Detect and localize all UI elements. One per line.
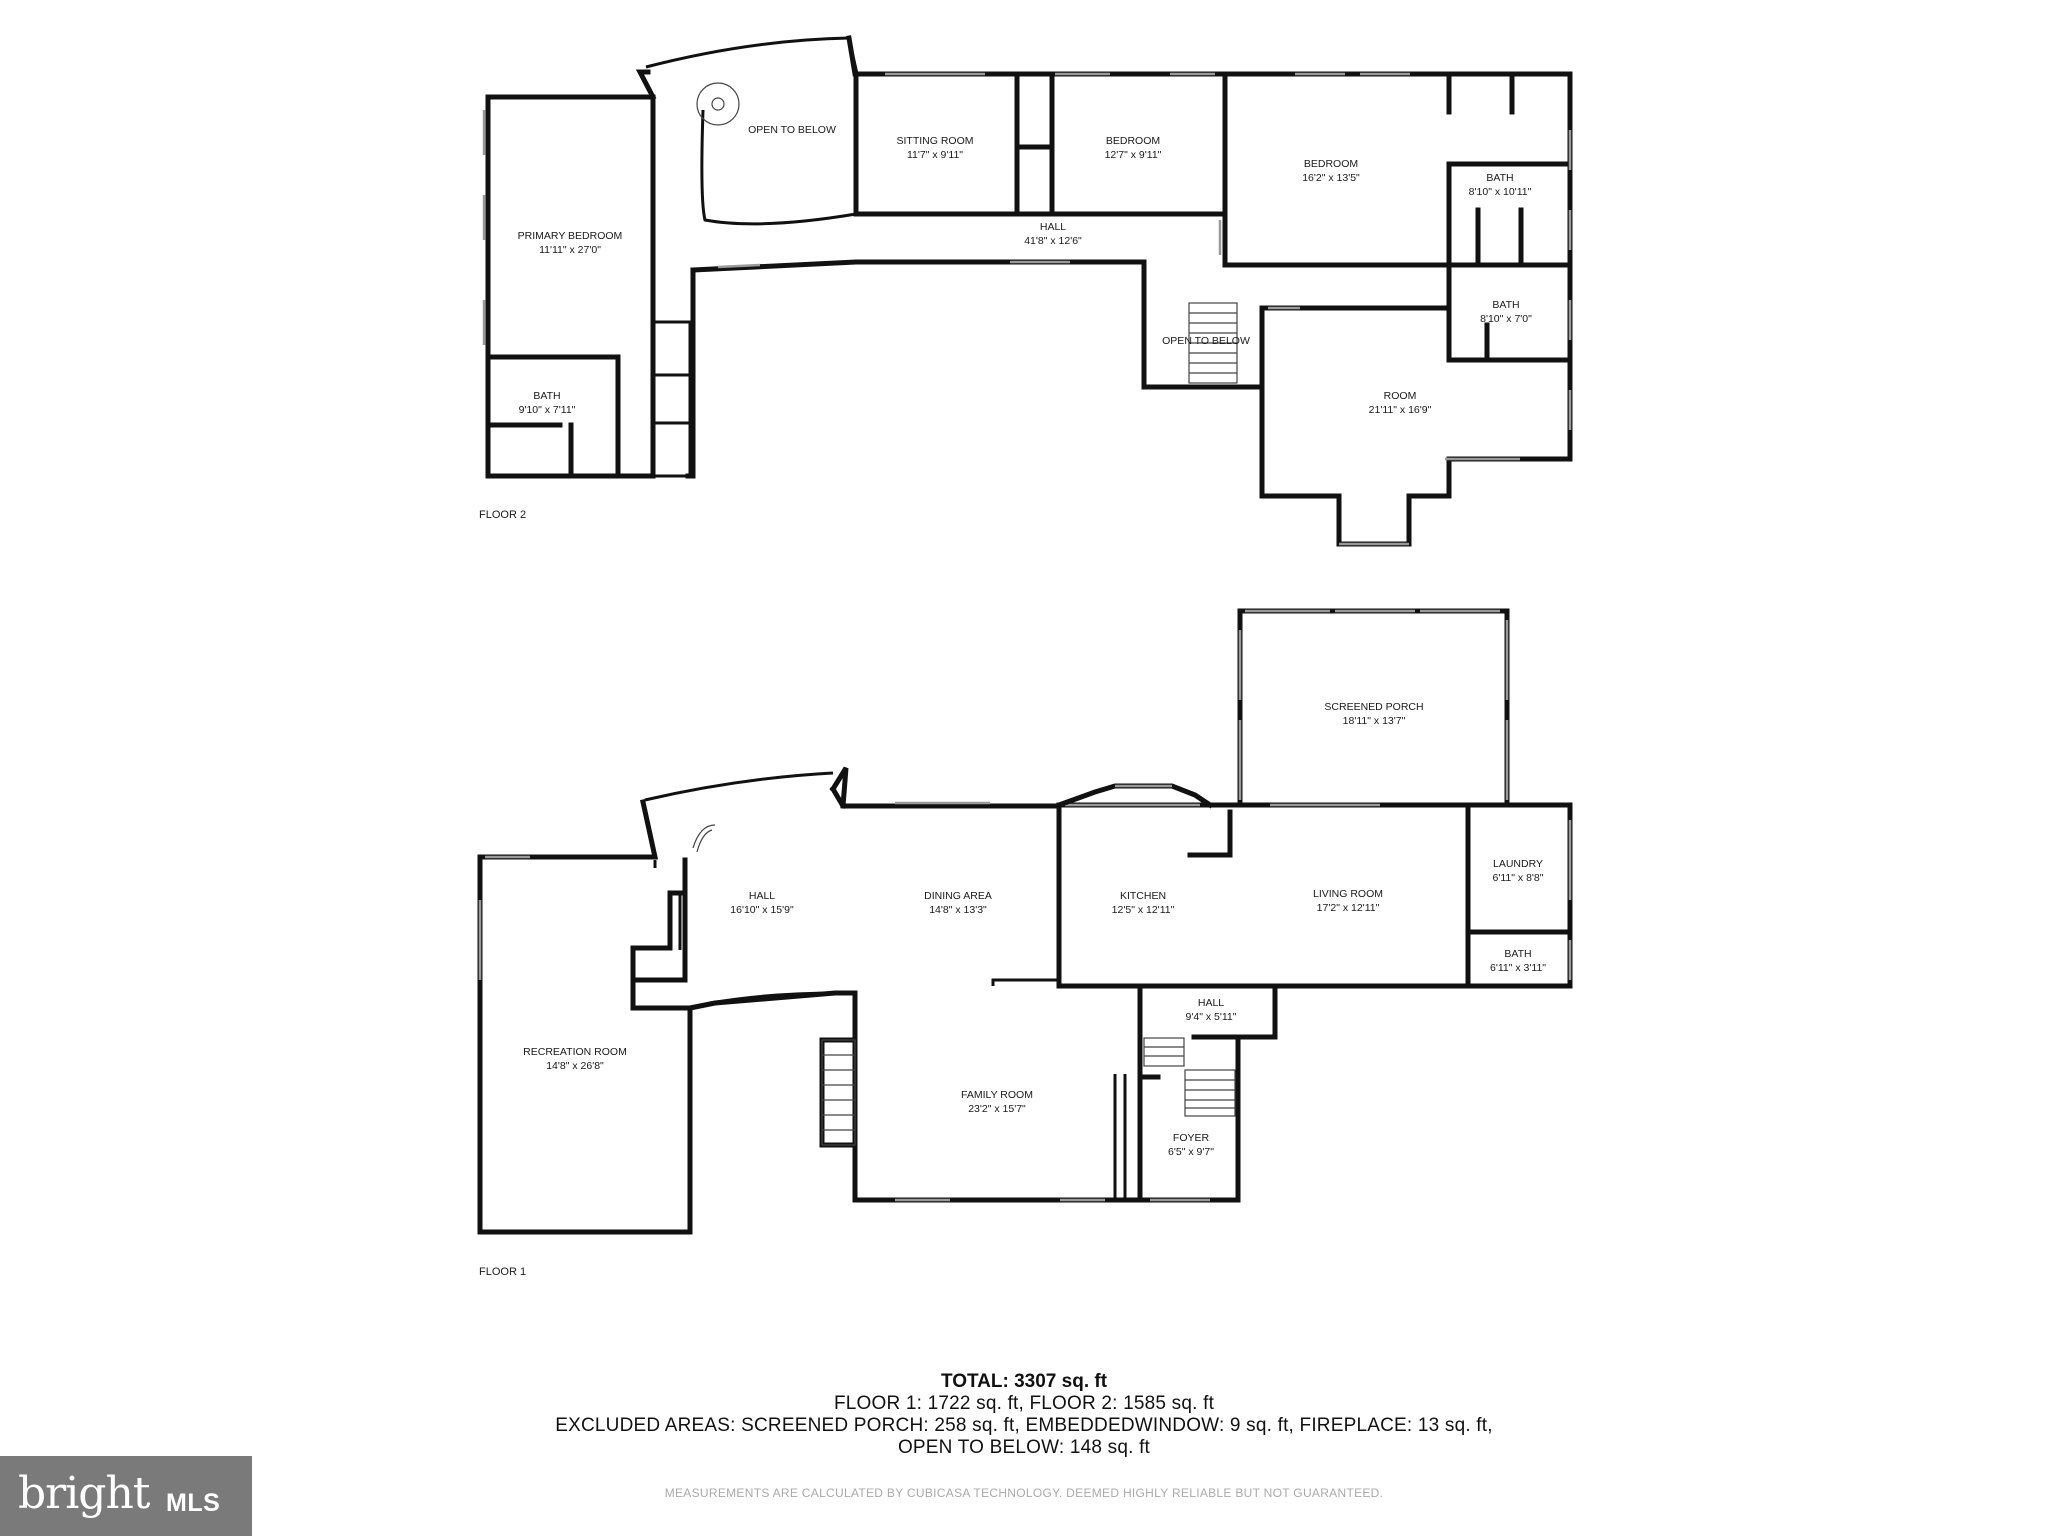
logo-suffix: MLS bbox=[166, 1489, 221, 1517]
room-dimensions: 6'11" x 3'11" bbox=[1490, 962, 1546, 974]
room-dimensions: 9'10" x 7'11" bbox=[519, 404, 576, 416]
room-dimensions: 23'2" x 15'7" bbox=[968, 1103, 1026, 1115]
room-dimensions: 18'11" x 13'7" bbox=[1343, 715, 1406, 727]
room-name: SITTING ROOM bbox=[897, 135, 974, 147]
room-dimensions: 11'11" x 27'0" bbox=[539, 244, 601, 256]
room-name: FOYER bbox=[1173, 1132, 1210, 1144]
room-name: LIVING ROOM bbox=[1313, 888, 1383, 900]
room-name: PRIMARY BEDROOM bbox=[518, 230, 623, 242]
floor-label: FLOOR 1 bbox=[479, 1266, 526, 1278]
area-totals: TOTAL: 3307 sq. ft FLOOR 1: 1722 sq. ft,… bbox=[0, 1371, 2048, 1459]
room-name: HALL bbox=[1198, 997, 1224, 1009]
room-dimensions: 14'8" x 13'3" bbox=[929, 904, 987, 916]
room-dimensions: 21'11" x 16'9" bbox=[1369, 404, 1432, 416]
room-dimensions: 12'7" x 9'11" bbox=[1105, 149, 1162, 161]
open-to-below-area: OPEN TO BELOW: 148 sq. ft bbox=[897, 1437, 1151, 1458]
room-name: LAUNDRY bbox=[1493, 858, 1543, 870]
floor-areas: FLOOR 1: 1722 sq. ft, FLOOR 2: 1585 sq. … bbox=[833, 1393, 1215, 1414]
disclaimer: MEASUREMENTS ARE CALCULATED BY CUBICASA … bbox=[664, 1486, 1384, 1500]
room-dimensions: 8'10" x 7'0" bbox=[1480, 313, 1532, 325]
room-name: ROOM bbox=[1384, 390, 1417, 402]
room-name: OPEN TO BELOW bbox=[748, 124, 836, 136]
room-name: HALL bbox=[1040, 221, 1066, 233]
room-name: DINING AREA bbox=[924, 890, 992, 902]
room-dimensions: 17'2" x 12'11" bbox=[1317, 902, 1380, 914]
excluded-areas: EXCLUDED AREAS: SCREENED PORCH: 258 sq. … bbox=[555, 1415, 1493, 1436]
room-dimensions: 9'4" x 5'11" bbox=[1186, 1011, 1237, 1023]
room-dimensions: 12'5" x 12'11" bbox=[1112, 904, 1175, 916]
floor-label: FLOOR 2 bbox=[479, 509, 526, 521]
logo-wordmark: bright bbox=[18, 1468, 150, 1519]
room-name: BATH bbox=[1486, 172, 1513, 184]
room-name: OPEN TO BELOW bbox=[1162, 335, 1250, 347]
room-name: HALL bbox=[749, 890, 775, 902]
room-name: BEDROOM bbox=[1106, 135, 1160, 147]
room-name: BATH bbox=[1504, 948, 1531, 960]
room-name: SCREENED PORCH bbox=[1324, 701, 1423, 713]
room-dimensions: 6'5" x 9'7" bbox=[1168, 1146, 1214, 1158]
room-dimensions: 11'7" x 9'11" bbox=[907, 149, 963, 161]
floor-1-labels: SCREENED PORCH 18'11" x 13'7" HALL 16'10… bbox=[479, 701, 1546, 1278]
floor-2-plan bbox=[482, 35, 1573, 547]
room-dimensions: 14'8" x 26'8" bbox=[546, 1060, 604, 1072]
room-name: FAMILY ROOM bbox=[961, 1089, 1033, 1101]
total-area: TOTAL: 3307 sq. ft bbox=[940, 1371, 1108, 1392]
room-name: BATH bbox=[1492, 299, 1519, 311]
room-dimensions: 16'10" x 15'9" bbox=[730, 904, 794, 916]
room-dimensions: 16'2" x 13'5" bbox=[1302, 172, 1360, 184]
room-name: BEDROOM bbox=[1304, 158, 1358, 170]
floor-1-plan bbox=[477, 608, 1573, 1235]
room-name: RECREATION ROOM bbox=[523, 1046, 627, 1058]
room-name: KITCHEN bbox=[1120, 890, 1166, 902]
room-dimensions: 8'10" x 10'11" bbox=[1469, 186, 1532, 198]
room-dimensions: 41'8" x 12'6" bbox=[1024, 235, 1082, 247]
room-name: BATH bbox=[533, 390, 560, 402]
room-dimensions: 6'11" x 8'8" bbox=[1493, 872, 1544, 884]
floor-2-labels: PRIMARY BEDROOM 11'11" x 27'0" BATH 9'10… bbox=[479, 124, 1532, 521]
bright-mls-logo: bright MLS bbox=[0, 1456, 252, 1536]
